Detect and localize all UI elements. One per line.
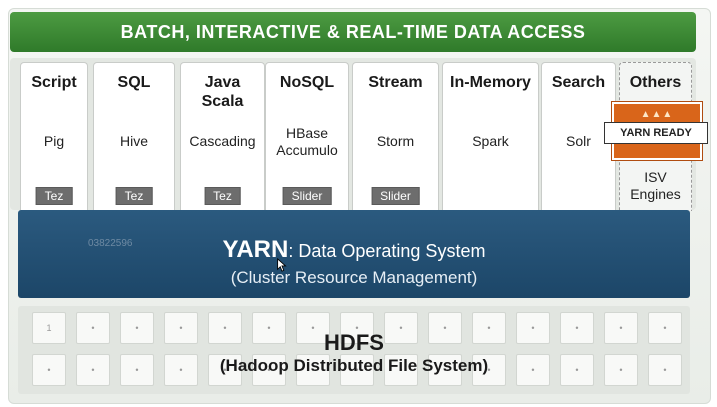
yarn-title-rest: : Data Operating System: [288, 241, 486, 261]
storage-block: •: [120, 354, 154, 386]
banner-title: BATCH, INTERACTIVE & REAL-TIME DATA ACCE…: [120, 21, 586, 42]
engine-name: ISV Engines: [630, 169, 681, 202]
storage-block: •: [76, 354, 110, 386]
engine-title: In-Memory: [450, 74, 531, 91]
storage-block: •: [32, 354, 66, 386]
storage-block: •: [472, 312, 506, 344]
storage-block: •: [560, 312, 594, 344]
storage-block: •: [208, 312, 242, 344]
engine-name: Spark: [472, 133, 509, 149]
engine-title: Stream: [368, 74, 423, 91]
storage-block: •: [384, 354, 418, 386]
watermark-text: 03822596: [88, 238, 133, 249]
engine-name: Storm: [376, 133, 415, 149]
storage-block: •: [252, 312, 286, 344]
storage-block: •: [384, 312, 418, 344]
storage-block: 1: [32, 312, 66, 344]
storage-block: •: [604, 354, 638, 386]
engine-name: Solr: [566, 133, 591, 149]
storage-block: •: [120, 312, 154, 344]
yarn-layer: 03822596 YARN: Data Operating System (Cl…: [18, 210, 690, 298]
engine-title: Search: [551, 74, 606, 91]
engine-title: Others: [629, 74, 682, 91]
mouse-cursor-icon: [277, 258, 287, 272]
storage-block: •: [648, 354, 682, 386]
storage-block: •: [428, 312, 462, 344]
engine-tag: Slider: [282, 187, 332, 205]
engine-tag: Tez: [35, 187, 73, 205]
engine-tag: Tez: [204, 187, 241, 205]
storage-block: •: [296, 354, 330, 386]
storage-block: •: [296, 312, 330, 344]
storage-block: •: [560, 354, 594, 386]
engine-title: Java Scala: [201, 74, 244, 110]
engine-name: Cascading: [189, 133, 256, 149]
engine-name: HBase Accumulo: [276, 125, 338, 158]
engine-title: Script: [31, 74, 77, 91]
storage-block: •: [164, 312, 198, 344]
hdfs-title: HDFS: [324, 330, 384, 355]
storage-block: •: [516, 354, 550, 386]
elephant-icon: ▲▲▲: [640, 109, 674, 120]
yarn-title: YARN: Data Operating System: [18, 236, 690, 264]
engine-tag: Slider: [371, 187, 420, 205]
yarn-subtitle: (Cluster Resource Management): [230, 268, 478, 287]
yarn-ready-badge: ▲▲▲ YARN READY: [604, 102, 708, 160]
storage-block: •: [516, 312, 550, 344]
storage-block: •: [604, 312, 638, 344]
storage-block: •: [164, 354, 198, 386]
hdfs-subtitle: (Hadoop Distributed File System): [219, 356, 489, 375]
storage-block: •: [472, 354, 506, 386]
storage-block: •: [340, 312, 374, 344]
yarn-ready-label: YARN READY: [604, 122, 708, 144]
engine-name: Hive: [119, 133, 148, 149]
engine-tag: Tez: [115, 187, 153, 205]
storage-block: •: [252, 354, 286, 386]
hdfs-layer: 1 • • • • • • • • • • • • • • • • • • • • • • • • • • • • • HDFS (Had…: [18, 306, 690, 394]
engine-title: NoSQL: [279, 74, 335, 91]
storage-block: •: [208, 354, 242, 386]
engine-name: Pig: [43, 133, 65, 149]
engine-title: SQL: [117, 74, 151, 91]
storage-block: •: [76, 312, 110, 344]
storage-block: •: [340, 354, 374, 386]
data-access-banner: BATCH, INTERACTIVE & REAL-TIME DATA ACCE…: [10, 12, 696, 52]
storage-block: •: [648, 312, 682, 344]
storage-block: •: [428, 354, 462, 386]
